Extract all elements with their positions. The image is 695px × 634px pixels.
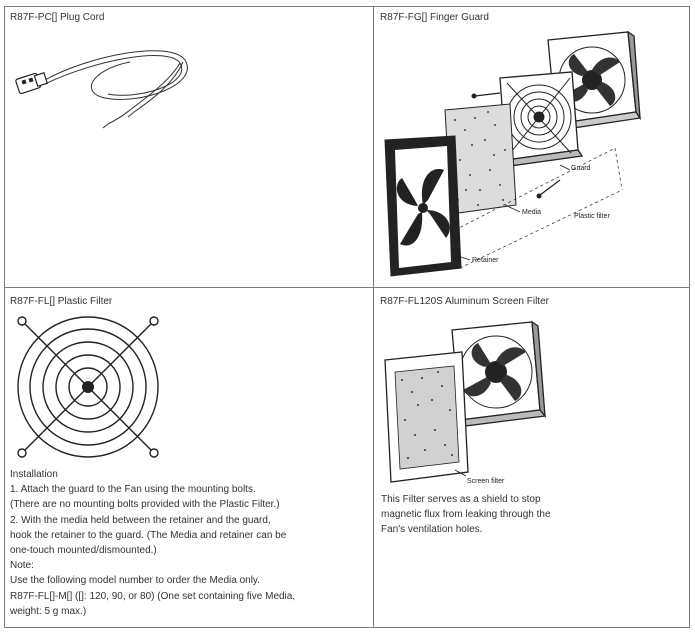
installation-step-1-note: (There are no mounting bolts provided wi… (10, 499, 280, 511)
row-divider (5, 287, 689, 288)
finger-guard-title: R87F-FG[] Finger Guard (380, 12, 489, 23)
plastic-filter-title: R87F-FL[] Plastic Filter (10, 296, 113, 307)
retainer-label: Retainer (472, 257, 499, 264)
aluminum-desc-line-3: Fan's ventilation holes. (381, 524, 483, 536)
aluminum-desc-line-1: This Filter serves as a shield to stop (381, 494, 541, 505)
note-text: Use the following model number to order … (10, 575, 260, 587)
media-model-number: R87F-FL[]-M[] ([]: 120, 90, or 80) (One … (10, 590, 296, 602)
guard-label: Guard (571, 165, 591, 172)
aluminum-filter-description: This Filter serves as a shield to stop m… (381, 492, 551, 538)
plug-cord-illustration (15, 50, 188, 129)
plastic-filter-installation-text: Installation 1. Attach the guard to the … (10, 467, 295, 619)
column-divider (373, 7, 374, 627)
plastic-filter-label: Plastic filter (574, 213, 610, 220)
installation-heading: Installation (10, 469, 58, 480)
aluminum-desc-line-2: magnetic flux from leaking through the (381, 509, 551, 521)
aluminum-filter-title: R87F-FL120S Aluminum Screen Filter (380, 296, 549, 307)
product-table (4, 6, 690, 628)
media-weight: weight: 5 g max.) (10, 605, 87, 617)
installation-step-1: 1. Attach the guard to the Fan using the… (10, 484, 256, 496)
plug-cord-title: R87F-PC[] Plug Cord (10, 12, 105, 23)
note-heading: Note: (10, 560, 34, 572)
installation-step-2-cont: hook the retainer to the guard. (The Med… (10, 529, 287, 541)
installation-step-2-cont2: one-touch mounted/dismounted.) (10, 545, 157, 557)
screen-filter-label: Screen filter (467, 478, 505, 485)
plastic-filter-guard-illustration (17, 316, 159, 458)
media-label: Media (522, 209, 542, 216)
installation-step-2: 2. With the media held between the retai… (10, 514, 271, 526)
